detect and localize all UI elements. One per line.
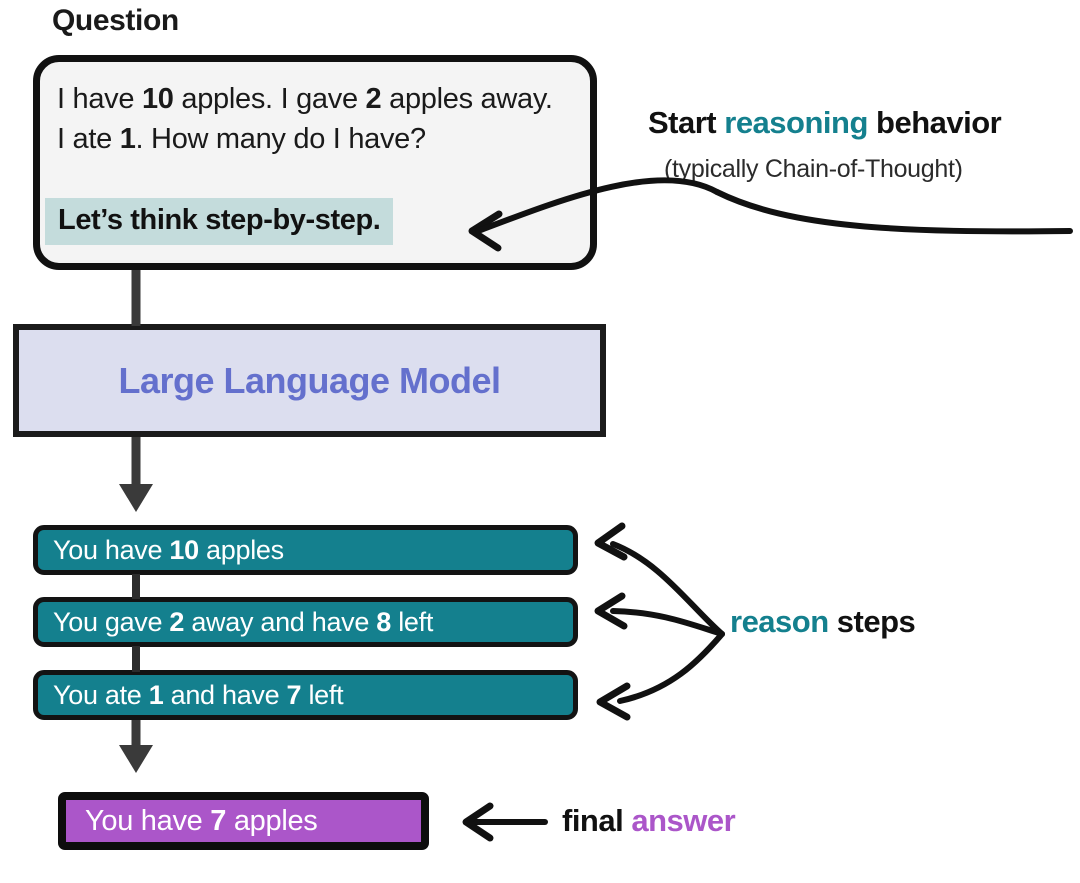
arrowhead-down-icon bbox=[119, 484, 153, 512]
arrowhead-left-final-icon bbox=[462, 802, 494, 842]
reason-step-box: You ate 1 and have 7 left bbox=[33, 670, 578, 720]
reason-step-text: You gave 2 away and have 8 left bbox=[53, 606, 434, 637]
large-language-model-label: Large Language Model bbox=[118, 359, 501, 401]
question-text: I have 10 apples. I gave 2 apples away. … bbox=[57, 83, 553, 155]
curved-arrow-to-cot-icon bbox=[714, 189, 1073, 235]
reason-step-box: You gave 2 away and have 8 left bbox=[33, 597, 578, 647]
start-reasoning-suffix: behavior bbox=[867, 105, 1002, 140]
reason-step-box: You have 10 apples bbox=[33, 525, 578, 575]
arrowhead-down-final-icon bbox=[119, 745, 153, 773]
reason-step-text: You ate 1 and have 7 left bbox=[53, 679, 344, 710]
final-answer-box: You have 7 apples bbox=[58, 792, 429, 850]
start-reasoning-accent: reasoning bbox=[724, 105, 868, 140]
page-title: Question bbox=[52, 4, 179, 37]
final-answer-annotation: final answer bbox=[562, 803, 736, 839]
arrowhead-left-step1-icon bbox=[594, 522, 628, 561]
start-reasoning-prefix: Start bbox=[648, 105, 725, 140]
reason-step-text: You have 10 apples bbox=[53, 534, 284, 565]
final-answer-accent: answer bbox=[631, 803, 736, 838]
arrowhead-left-step3-icon bbox=[596, 682, 631, 721]
reason-steps-suffix: steps bbox=[828, 604, 916, 639]
reason-steps-annotation: reason steps bbox=[730, 604, 916, 640]
start-reasoning-annotation: Start reasoning behavior bbox=[648, 105, 1002, 141]
curved-arrow-to-step1-icon bbox=[610, 541, 725, 637]
final-answer-text: You have 7 apples bbox=[85, 804, 318, 837]
curved-arrow-to-step2-icon bbox=[610, 608, 725, 637]
reason-steps-accent: reason bbox=[730, 604, 829, 639]
start-reasoning-subtitle: (typically Chain-of-Thought) bbox=[664, 155, 963, 183]
arrowhead-left-step2-icon bbox=[594, 592, 628, 630]
large-language-model-box: Large Language Model bbox=[13, 324, 606, 437]
chain-of-thought-prompt: Let’s think step-by-step. bbox=[45, 198, 394, 245]
final-answer-prefix: final bbox=[562, 803, 632, 838]
curved-arrow-to-step3-icon bbox=[617, 631, 725, 704]
